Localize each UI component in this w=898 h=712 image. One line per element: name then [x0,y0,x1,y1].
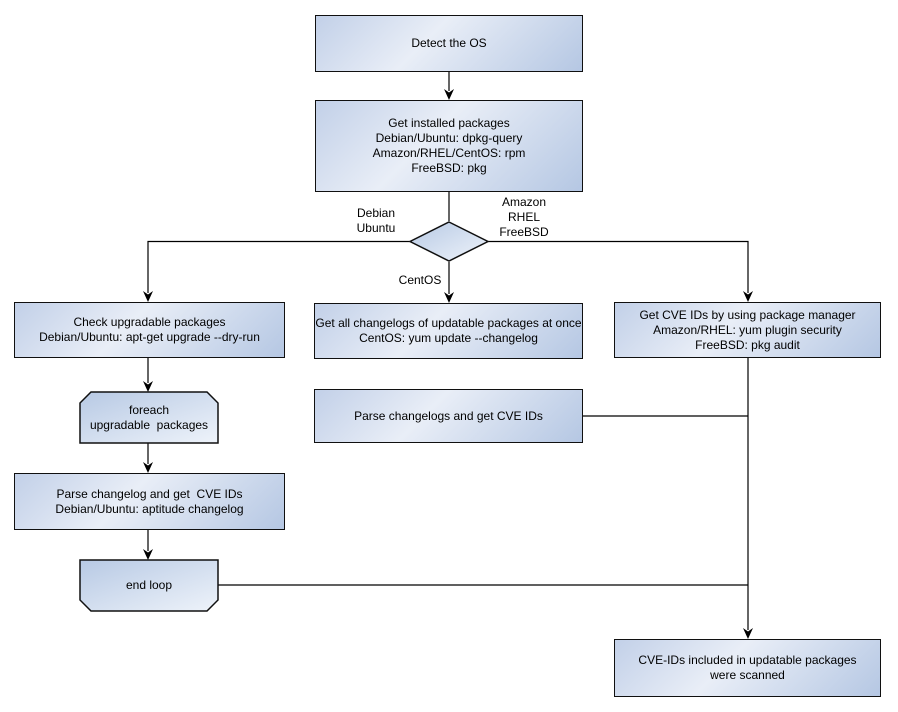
edge-label-centos: CentOS [385,273,455,288]
node-text-line: Get all changelogs of updatable packages… [315,316,582,330]
node-parse-changelog: Parse changelog and get CVE IDs Debian/U… [14,473,285,530]
edge-label-line: CentOS [398,273,442,287]
node-text-line: Amazon/RHEL/CentOS: rpm [372,146,526,160]
node-get-all-changelogs: Get all changelogs of updatable packages… [314,303,583,359]
node-text-line: Debian/Ubuntu: aptitude changelog [55,501,244,516]
edge-label-line: RHEL [507,210,540,224]
arrowheads [143,89,753,639]
node-text-line: Get installed packages [388,116,510,130]
node-text-line: FreeBSD: pkg audit [695,337,800,352]
edge-label-debian-ubuntu: Debian Ubuntu [341,206,411,236]
arrowhead-into-end-loop [143,549,153,560]
node-text-line: Check upgradable packages [73,315,226,329]
node-check-upgradable-packages: Check upgradable packages Debian/Ubuntu:… [14,302,285,358]
node-get-cve-ids-by-package-manager: Get CVE IDs by using package manager Ama… [614,302,881,358]
node-text-line: Parse changelog and get CVE IDs [56,486,243,501]
node-cve-ids-scanned: CVE-IDs included in updatable packages w… [614,639,881,697]
edge-label-line: Amazon [501,195,547,209]
node-text-line: were scanned [710,668,785,682]
node-text-line: CVE-IDs included in updatable packages [638,653,857,667]
node-parse-changelogs: Parse changelogs and get CVE IDs [314,389,583,443]
node-text-line: Get CVE IDs by using package manager [639,307,856,322]
node-get-installed-packages: Get installed packages Debian/Ubuntu: dp… [315,100,583,192]
edge-label-amazon-rhel-freebsd: Amazon RHEL FreeBSD [489,195,559,240]
node-end-loop: end loop [80,560,218,611]
arrowhead-into-get-cve-ids [743,291,753,302]
node-text-line: Debian/Ubuntu: dpkg-query [375,131,523,145]
edge-label-line: Ubuntu [356,221,396,235]
node-text-line: foreach [128,402,170,417]
os-decision-diamond [408,221,490,262]
node-text-line: upgradable packages [89,417,209,432]
node-text-line: Parse changelogs and get CVE IDs [354,408,543,423]
connector-lines [147,71,749,630]
arrowhead-into-parse-changelog [143,462,153,473]
arrowhead-into-get-all-changelogs [444,292,454,303]
node-text-line: FreeBSD: pkg [411,161,487,175]
foreach-loop-shape [79,391,219,444]
polygon-shapes [79,221,490,612]
edge-label-line: Debian [356,206,396,220]
node-text-line: Detect the OS [411,36,487,50]
node-text-line: Amazon/RHEL: yum plugin security [653,322,842,337]
arrowhead-into-foreach [143,381,153,392]
node-detect-os: Detect the OS [315,15,583,72]
arrowhead-into-scanned [743,628,753,639]
edge-label-line: FreeBSD [499,225,549,239]
connector-decision-to-check-upgradable [147,240,410,293]
connector-decision-to-get-cve-ids [488,240,749,293]
end-loop-shape [79,559,219,612]
node-text-line: Debian/Ubuntu: apt-get upgrade --dry-run [39,330,260,344]
arrowhead-into-installed [444,89,454,100]
node-text-line: end loop [125,578,173,592]
node-text-line: CentOS: yum update --changelog [359,331,538,345]
arrowhead-into-check-upgradable [143,291,153,302]
node-foreach-upgradable-packages: foreach upgradable packages [80,392,218,443]
